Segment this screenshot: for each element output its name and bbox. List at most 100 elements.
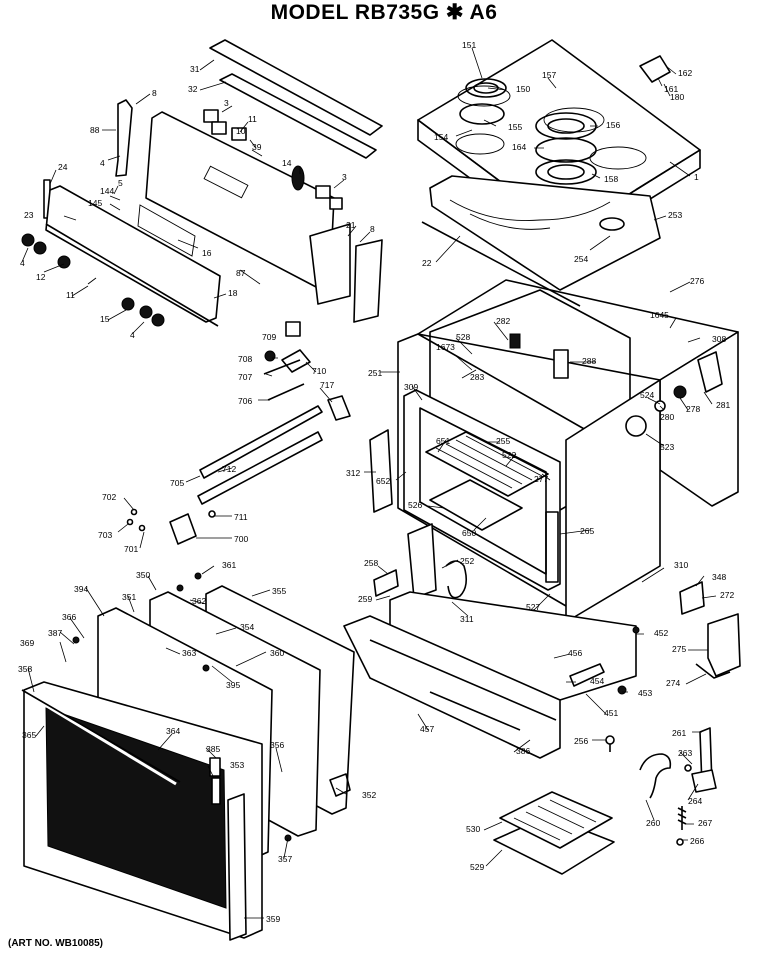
surface-unit-150-inner xyxy=(473,82,499,94)
label-151: 151 xyxy=(462,40,476,50)
label-712: 712 xyxy=(222,464,236,474)
label-1: 1 xyxy=(694,172,699,182)
label-258: 258 xyxy=(364,558,378,568)
art-number: (ART NO. WB10085) xyxy=(8,938,104,949)
backsplash-group xyxy=(21,39,383,327)
label-1673: 1673 xyxy=(436,342,455,352)
hinge-receptacle-265 xyxy=(545,511,559,583)
thermostat-523 xyxy=(625,415,647,437)
label-283: 283 xyxy=(470,372,484,382)
switch-3a xyxy=(203,109,219,123)
label-652: 652 xyxy=(376,476,390,486)
oven-liner-309 xyxy=(403,389,561,591)
trim-strip-32 xyxy=(219,73,377,159)
switch-11 xyxy=(231,127,247,141)
label-524: 524 xyxy=(640,390,654,400)
bracket-717 xyxy=(327,395,351,421)
label-362: 362 xyxy=(192,596,206,606)
label-387: 387 xyxy=(48,628,62,638)
oven-door-group xyxy=(21,572,355,941)
right-small-parts-group xyxy=(639,581,741,846)
label-11b: 11 xyxy=(66,290,75,300)
label-708: 708 xyxy=(238,354,252,364)
label-156: 156 xyxy=(606,120,620,130)
label-353: 353 xyxy=(230,760,244,770)
label-32: 32 xyxy=(188,84,198,94)
label-14: 14 xyxy=(282,158,292,168)
label-309: 309 xyxy=(404,382,418,392)
hinge-spring-311 xyxy=(445,560,468,599)
screw-703 xyxy=(126,518,134,526)
knob-4a xyxy=(21,233,35,247)
label-358: 358 xyxy=(18,664,32,674)
oven-rack-522 xyxy=(425,431,549,497)
cooktop-group xyxy=(417,39,701,307)
oven-rack-wires xyxy=(435,435,543,489)
label-255: 255 xyxy=(496,436,510,446)
label-281: 281 xyxy=(716,400,730,410)
label-155: 155 xyxy=(508,122,522,132)
label-15: 15 xyxy=(100,314,110,324)
label-267: 267 xyxy=(698,818,712,828)
label-710: 710 xyxy=(312,366,326,376)
latch-parts-group xyxy=(126,321,351,545)
label-351: 351 xyxy=(122,592,136,602)
label-700: 700 xyxy=(234,534,248,544)
drip-pan-158 xyxy=(535,159,597,185)
label-16: 16 xyxy=(202,248,212,258)
label-145: 145 xyxy=(88,198,102,208)
label-157: 157 xyxy=(542,70,556,80)
receptacle-254 xyxy=(599,217,625,231)
leveling-leg-256 xyxy=(605,735,615,745)
label-359: 359 xyxy=(266,914,280,924)
label-706: 706 xyxy=(238,396,252,406)
drip-pan-155 xyxy=(459,103,505,125)
label-1645: 1645 xyxy=(650,310,669,320)
label-272: 272 xyxy=(720,590,734,600)
label-256: 256 xyxy=(574,736,588,746)
label-366: 366 xyxy=(62,612,76,622)
knob-12 xyxy=(57,255,71,269)
bracket-274 xyxy=(695,663,731,679)
label-252: 252 xyxy=(460,556,474,566)
label-355: 355 xyxy=(272,586,286,596)
rail-705 xyxy=(199,405,323,479)
label-527: 527 xyxy=(526,602,540,612)
label-31: 31 xyxy=(190,64,200,74)
strip-22 xyxy=(421,221,581,307)
label-162: 162 xyxy=(678,68,692,78)
screw-395 xyxy=(202,664,210,672)
label-453: 453 xyxy=(638,688,652,698)
label-22: 22 xyxy=(422,258,432,268)
pin-11 xyxy=(87,277,97,285)
label-254: 254 xyxy=(574,254,588,264)
rail-712 xyxy=(197,431,323,505)
side-panel-312 xyxy=(369,429,393,513)
label-522: 522 xyxy=(502,450,516,460)
bracket-385 xyxy=(209,757,221,777)
ring-164 xyxy=(535,137,597,163)
label-354: 354 xyxy=(240,622,254,632)
latch-rod-707 xyxy=(263,359,301,375)
clock-window xyxy=(203,165,249,199)
drip-pan-158-inner xyxy=(547,164,585,180)
surface-unit-156-inner xyxy=(547,118,585,134)
screw-362 xyxy=(176,584,184,592)
label-5: 5 xyxy=(118,178,123,188)
label-311: 311 xyxy=(460,614,474,624)
label-350: 350 xyxy=(136,570,150,580)
bracket-282 xyxy=(509,333,521,349)
knob-280 xyxy=(673,385,687,399)
rod-706 xyxy=(267,383,305,401)
label-4b: 4 xyxy=(20,258,25,268)
label-452: 452 xyxy=(654,628,668,638)
label-260: 260 xyxy=(646,818,660,828)
label-701: 701 xyxy=(124,544,138,554)
label-364: 364 xyxy=(166,726,180,736)
label-361: 361 xyxy=(222,560,236,570)
screw-701 xyxy=(138,524,146,532)
latch-708 xyxy=(264,350,276,362)
screw-453 xyxy=(617,685,627,695)
label-3a: 3 xyxy=(224,98,229,108)
